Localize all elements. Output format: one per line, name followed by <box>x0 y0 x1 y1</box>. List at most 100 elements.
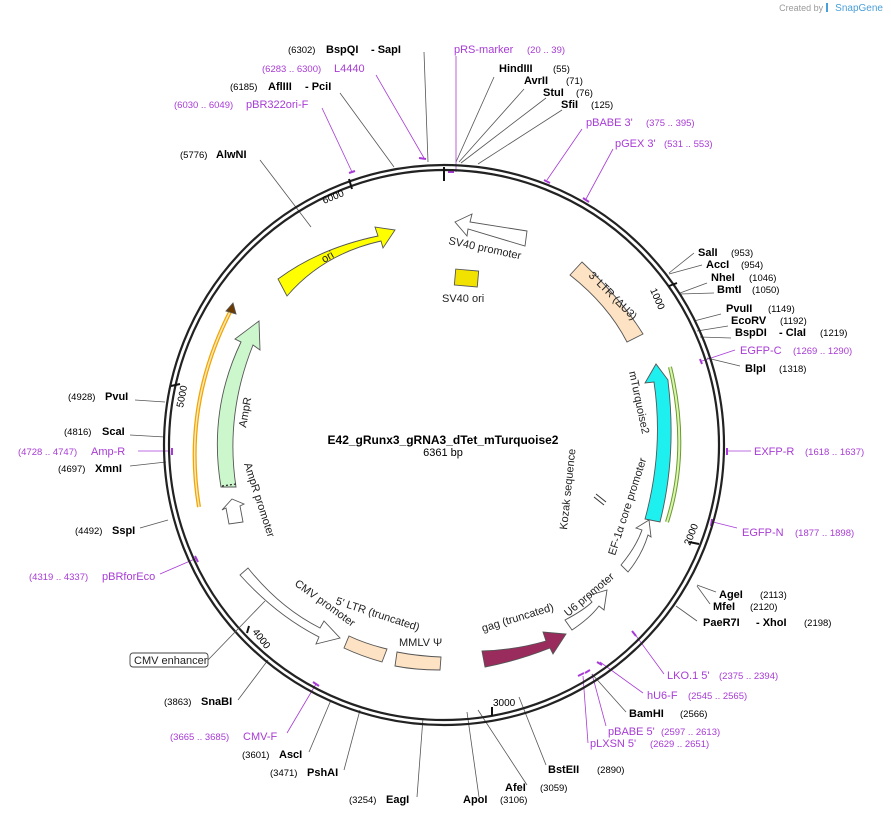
enzyme-pos-acci: (954) <box>741 260 763 271</box>
feature-ampr-promoter[interactable] <box>221 498 246 525</box>
enzyme-name-bspqi[interactable]: BspQI <box>326 44 358 56</box>
feature-kozak-marker[interactable] <box>593 493 607 506</box>
enzyme-extra-sapi[interactable]: - SapI <box>371 44 401 56</box>
primer-name-l4440[interactable]: L4440 <box>334 63 365 75</box>
feature-u6-promoter[interactable] <box>564 589 608 631</box>
enzyme-name-nhei[interactable]: NheI <box>711 272 735 284</box>
primer-name-pbabe3[interactable]: pBABE 3' <box>586 117 633 129</box>
primer-range-cmv-f: (3665 .. 3685) <box>170 732 229 743</box>
enzyme-name-apoi[interactable]: ApoI <box>463 794 487 806</box>
enzyme-pos-avrii: (71) <box>566 76 583 87</box>
feature-ori[interactable] <box>277 226 396 297</box>
enzyme-name-pvui[interactable]: PvuI <box>105 391 128 403</box>
enzyme-name-bmti[interactable]: BmtI <box>717 284 741 296</box>
primer-name-pgex3[interactable]: pGEX 3' <box>615 138 656 150</box>
enzyme-pos-asci: (3601) <box>242 750 269 761</box>
enzyme-name-sali[interactable]: SalI <box>698 247 718 259</box>
primer-name-amp-r[interactable]: Amp-R <box>91 446 125 458</box>
enzyme-name-mfei[interactable]: MfeI <box>713 601 735 613</box>
primer-name-egfp-c[interactable]: EGFP-C <box>740 345 782 357</box>
enzyme-pos-sfii: (125) <box>591 100 613 111</box>
primer-range-prs-marker: (20 .. 39) <box>527 45 565 56</box>
enzyme-name-ecorv[interactable]: EcoRV <box>731 315 767 327</box>
snapgene-logo-icon <box>826 3 833 12</box>
feature-ef1a-promoter[interactable] <box>620 519 652 573</box>
enzyme-pos-scai: (4816) <box>64 427 91 438</box>
enzyme-name-scai[interactable]: ScaI <box>102 426 125 438</box>
enzyme-extra-clai[interactable]: - ClaI <box>779 327 806 339</box>
primer-name-cmv-f[interactable]: CMV-F <box>243 731 278 743</box>
feature-green-arc-inner <box>666 366 681 523</box>
enzyme-pos-bspdi: (1219) <box>820 328 847 339</box>
enzyme-pos-bamhi: (2566) <box>680 709 707 720</box>
feature-mmlv-psi[interactable] <box>394 651 442 671</box>
enzyme-name-avrii[interactable]: AvrII <box>524 75 548 87</box>
feature-sv40-ori[interactable] <box>453 268 480 288</box>
primer-name-pbr322ori[interactable]: pBR322ori-F <box>246 99 309 111</box>
tick-label-4000: 4000 <box>250 627 273 652</box>
enzyme-name-pvuii[interactable]: PvuII <box>726 303 752 315</box>
enzyme-name-eagi[interactable]: EagI <box>386 794 409 806</box>
enzyme-name-sspi[interactable]: SspI <box>112 525 135 537</box>
enzyme-name-bsteii[interactable]: BstEII <box>548 764 579 776</box>
primer-range-exfp-r: (1618 .. 1637) <box>805 447 864 458</box>
brand-prefix: Created by <box>779 3 824 13</box>
enzyme-name-asci[interactable]: AscI <box>279 749 302 761</box>
primer-range-egfp-c: (1269 .. 1290) <box>793 346 852 357</box>
primer-name-egfp-n[interactable]: EGFP-N <box>742 527 784 539</box>
enzyme-name-sfii[interactable]: SfiI <box>561 99 578 111</box>
feature-sv40-promoter[interactable] <box>454 213 528 247</box>
enzyme-pos-xmni: (4697) <box>58 464 85 475</box>
enzyme-extra-pcii[interactable]: - PciI <box>305 81 331 93</box>
feature-cmv-promoter[interactable] <box>239 567 341 645</box>
enzyme-pos-pshai: (3471) <box>270 768 297 779</box>
feature-mturquoise2[interactable] <box>644 363 672 523</box>
enzyme-name-snabi[interactable]: SnaBI <box>201 696 232 708</box>
enzyme-name-xmni[interactable]: XmnI <box>95 463 122 475</box>
tick-label-5000: 5000 <box>175 384 190 408</box>
feature-5ltr[interactable] <box>343 635 388 663</box>
feature-gag[interactable] <box>481 631 567 668</box>
label-mmlv-psi: MMLV Ψ <box>399 637 442 649</box>
enzyme-name-blpi[interactable]: BlpI <box>745 363 766 375</box>
primer-range-pbabe5: (2597 .. 2613) <box>661 727 720 738</box>
primer-name-hu6-f[interactable]: hU6-F <box>647 690 678 702</box>
primer-name-pbabe5[interactable]: pBABE 5' <box>608 726 655 738</box>
primer-range-pbrforeco: (4319 .. 4337) <box>29 572 88 583</box>
enzyme-pos-blpi: (1318) <box>779 364 806 375</box>
enzyme-name-agei[interactable]: AgeI <box>719 589 743 601</box>
enzyme-name-afei[interactable]: AfeI <box>505 782 526 794</box>
enzyme-name-bspdi[interactable]: BspDI <box>735 327 767 339</box>
feature-ampr[interactable] <box>216 320 261 488</box>
enzyme-extra-xhoi[interactable]: - XhoI <box>756 617 787 629</box>
enzyme-name-bamhi[interactable]: BamHI <box>629 708 664 720</box>
plasmid-name: E42_gRunx3_gRNA3_dTet_mTurquoise2 <box>328 433 559 447</box>
enzyme-name-acci[interactable]: AccI <box>706 259 729 271</box>
label-cmv-enhancer: CMV enhancer <box>134 655 208 667</box>
enzyme-name-stui[interactable]: StuI <box>543 87 564 99</box>
primer-name-lko1[interactable]: LKO.1 5' <box>667 670 709 682</box>
primer-name-prs-marker[interactable]: pRS-marker <box>454 44 514 56</box>
primer-name-plxsn5[interactable]: pLXSN 5' <box>590 738 636 750</box>
enzyme-name-pshai[interactable]: PshAI <box>307 767 338 779</box>
enzyme-pos-sspi: (4492) <box>75 526 102 537</box>
enzyme-name-hindiii[interactable]: HindIII <box>499 63 533 75</box>
enzyme-pos-apoi: (3106) <box>500 795 527 806</box>
primer-name-pbrforeco[interactable]: pBRforEco <box>102 571 155 583</box>
enzyme-name-paer7i[interactable]: PaeR7I <box>703 617 740 629</box>
enzyme-name-alwni[interactable]: AlwNI <box>216 149 247 161</box>
enzyme-pos-snabi: (3863) <box>164 697 191 708</box>
enzyme-pos-pvui: (4928) <box>68 392 95 403</box>
enzyme-pos-afliii: (6185) <box>230 82 257 93</box>
primer-range-pbr322ori: (6030 .. 6049) <box>174 100 233 111</box>
enzyme-name-afliii[interactable]: AflIII <box>268 81 292 93</box>
primer-range-egfp-n: (1877 .. 1898) <box>795 528 854 539</box>
feature-3ltr[interactable] <box>569 261 644 343</box>
tick-label-1000: 1000 <box>647 287 666 312</box>
backbone-outer-ring <box>162 163 726 727</box>
enzyme-pos-bmti: (1050) <box>752 285 779 296</box>
enzyme-pos-bspqi: (6302) <box>288 45 315 56</box>
primer-name-exfp-r[interactable]: EXFP-R <box>754 446 794 458</box>
